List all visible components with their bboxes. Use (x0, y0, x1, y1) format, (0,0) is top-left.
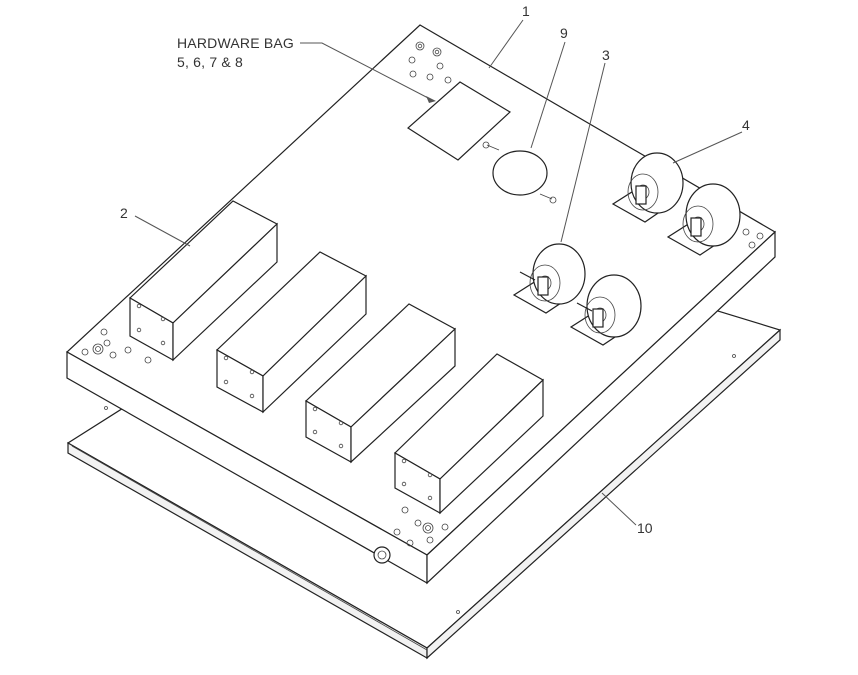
callout-9: 9 (560, 25, 568, 41)
leg-2 (215, 251, 368, 414)
callout-2: 2 (120, 205, 128, 221)
hardware-bag (407, 81, 511, 161)
callout-3: 3 (602, 47, 610, 63)
leader-lines (134, 19, 743, 526)
caster-front-right (569, 274, 642, 346)
leg-3 (305, 303, 457, 464)
caster-back-left (611, 152, 684, 223)
lifting-ring-icon (373, 546, 391, 564)
callout-1: 1 (522, 3, 530, 19)
caster-front-left (512, 243, 586, 314)
leg-4 (394, 353, 544, 515)
hardware-bag-label: HARDWARE BAG (177, 35, 294, 51)
platform-top (65, 24, 777, 585)
callout-4: 4 (742, 117, 750, 133)
callout-10: 10 (637, 520, 653, 536)
mounting-holes (81, 41, 764, 564)
cable-loop (482, 141, 557, 204)
hardware-bag-items: 5, 6, 7 & 8 (177, 54, 243, 70)
caster-back-right (666, 183, 741, 256)
leg-1 (129, 200, 279, 362)
